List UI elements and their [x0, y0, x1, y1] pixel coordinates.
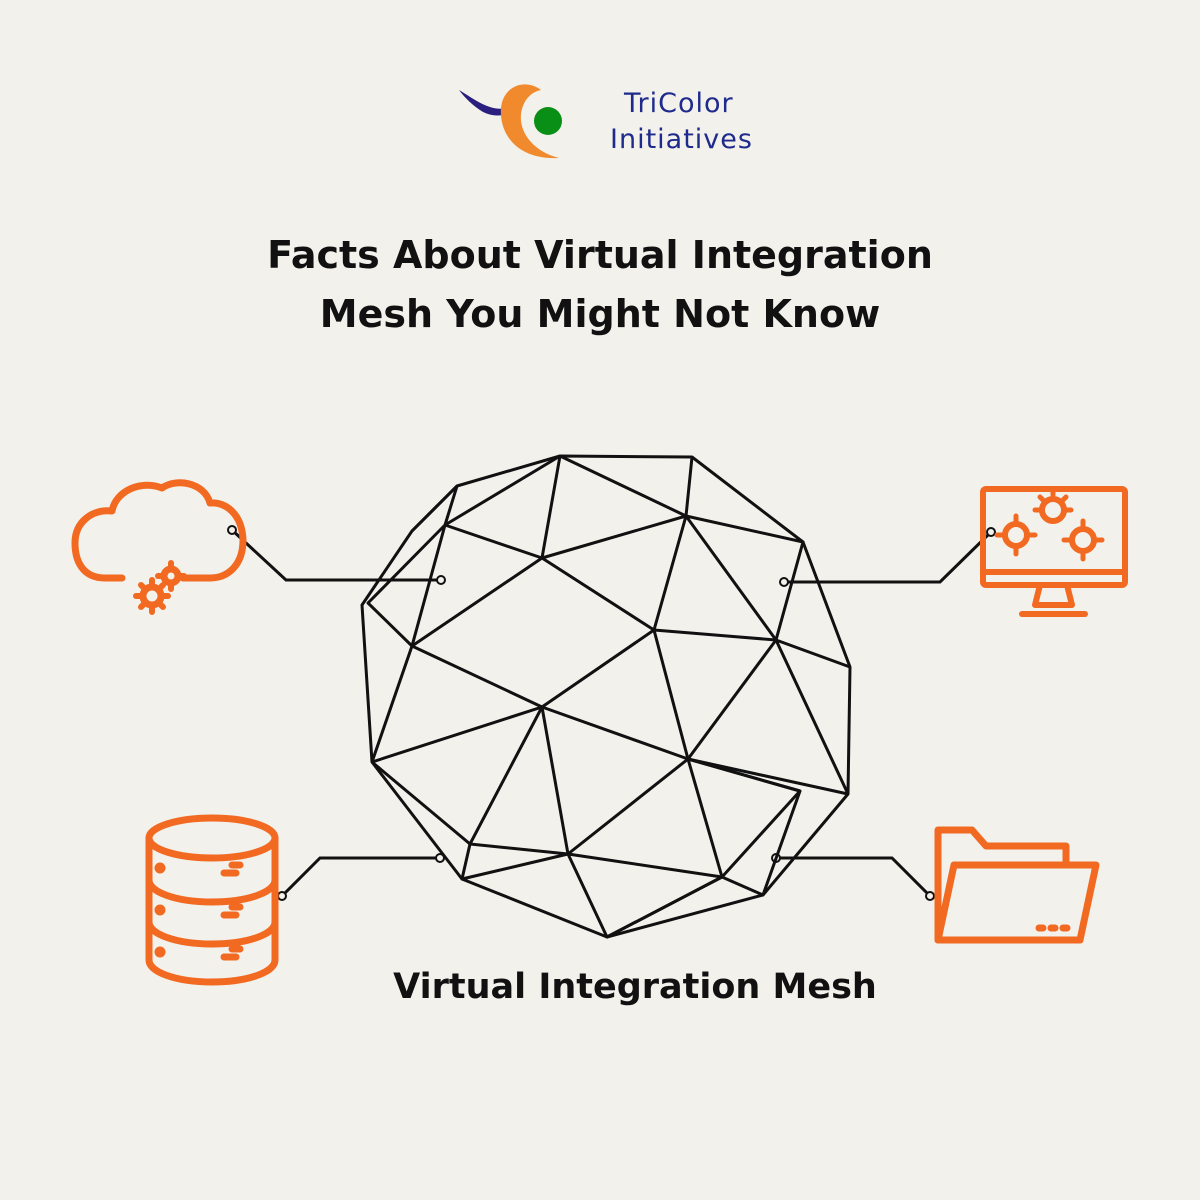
- cloud-gears-icon: [71, 479, 247, 615]
- monitor-gears-icon: [980, 486, 1128, 617]
- brand-name-line1: TriColor: [624, 88, 734, 119]
- connector-monitor: [784, 530, 993, 584]
- folder-icon: [934, 826, 1100, 944]
- diagram-caption: Virtual Integration Mesh: [393, 967, 877, 1007]
- connector-cloud: [230, 528, 441, 582]
- brand-name-line2: Initiatives: [610, 124, 753, 155]
- brand-name: TriColor Initiatives: [610, 86, 753, 158]
- page-title: Facts About Virtual Integration Mesh You…: [150, 226, 1050, 344]
- connector-nodes: [227, 525, 996, 901]
- tricolor-logo-icon: [459, 84, 562, 159]
- geodesic-sphere-icon: [360, 454, 852, 939]
- title-line2: Mesh You Might Not Know: [319, 292, 881, 336]
- connector-lines: [230, 528, 993, 898]
- connector-folder: [776, 856, 932, 898]
- connector-database: [280, 856, 440, 898]
- title-line1: Facts About Virtual Integration: [267, 233, 933, 277]
- database-icon: [145, 814, 279, 986]
- brand-logo: TriColor Initiatives: [455, 72, 775, 167]
